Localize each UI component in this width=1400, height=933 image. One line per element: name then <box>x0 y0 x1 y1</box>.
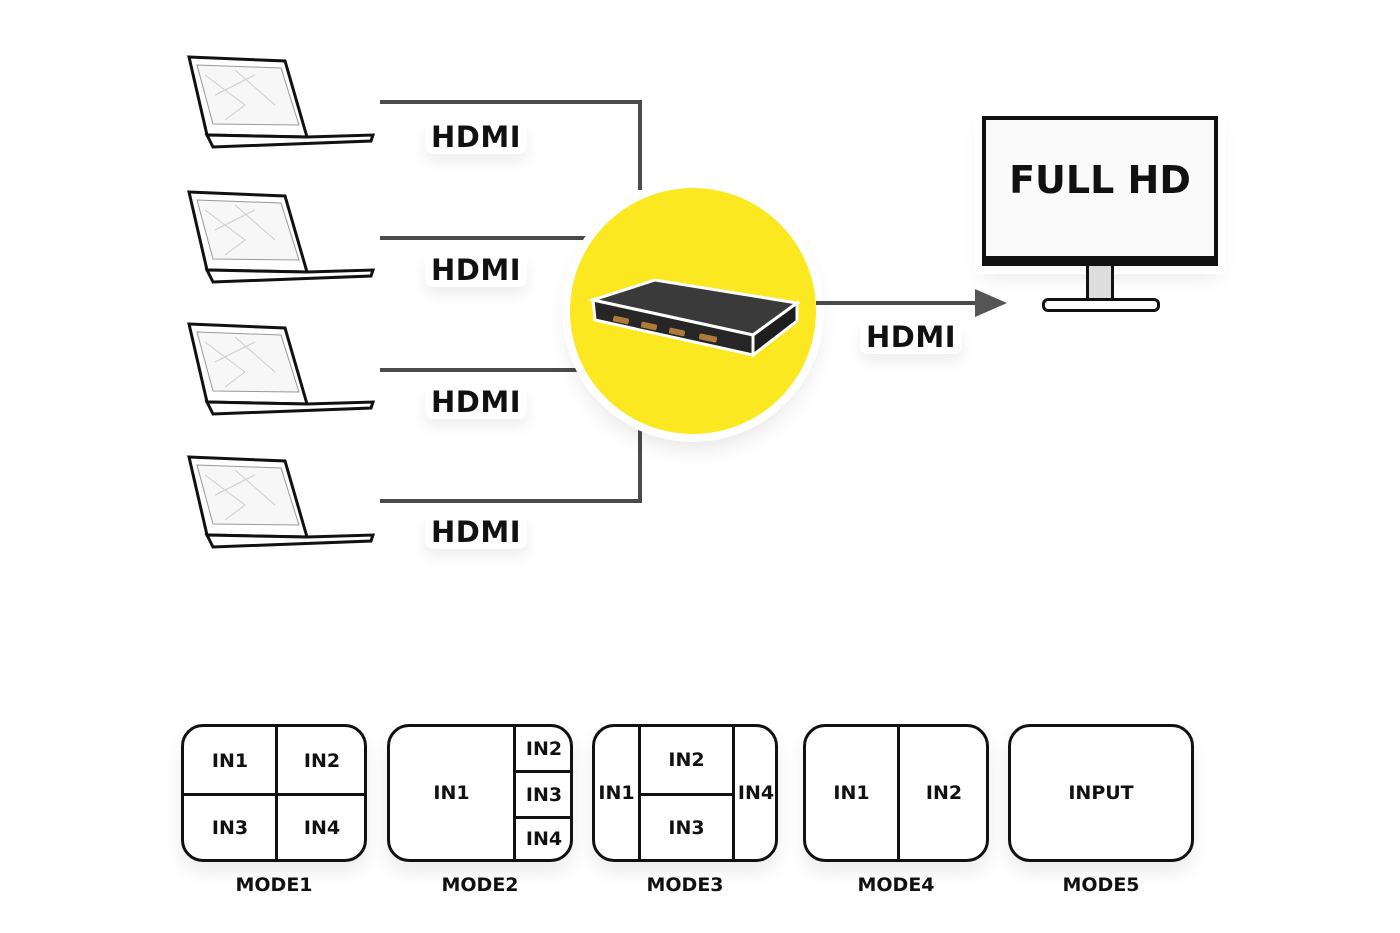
mode1-layout: IN1 IN2 IN3 IN4 <box>181 724 367 862</box>
laptop-icon-4 <box>187 455 375 549</box>
cable-line-4 <box>380 499 642 503</box>
mode4-layout: IN1 IN2 <box>803 724 989 862</box>
mode1-cell-in4: IN4 <box>303 817 341 839</box>
monitor-screen-text: FULL HD <box>1009 158 1191 202</box>
hdmi-label-2: HDMI <box>425 253 527 287</box>
mode3-label: MODE3 <box>646 874 724 896</box>
hdmi-label-4: HDMI <box>425 515 527 549</box>
mode2-cell-in2: IN2 <box>525 737 563 760</box>
mode4-cell-in1: IN1 <box>833 782 870 804</box>
arrow-right-icon <box>975 289 1007 317</box>
mode1-cell-in2: IN2 <box>303 749 341 772</box>
mode1-label: MODE1 <box>235 874 313 896</box>
mode3-cell-in4: IN4 <box>737 782 775 804</box>
mode5-label: MODE5 <box>1062 874 1140 896</box>
laptop-icon-2 <box>187 190 375 284</box>
mode2-label: MODE2 <box>441 874 519 896</box>
hdmi-output-label: HDMI <box>860 320 962 354</box>
mode3-cell-in2: IN2 <box>668 749 705 771</box>
mode4-label: MODE4 <box>857 874 935 896</box>
multiviewer-device-icon <box>587 278 801 359</box>
cable-line-3 <box>380 368 590 372</box>
mode4-cell-in2: IN2 <box>925 782 963 804</box>
cable-line-4-vertical <box>638 415 642 503</box>
mode3-cell-in1: IN1 <box>598 782 635 804</box>
mode3-cell-in3: IN3 <box>668 816 705 839</box>
mode2-cell-in4: IN4 <box>525 828 563 850</box>
hdmi-label-3: HDMI <box>425 385 527 419</box>
mode1-cell-in1: IN1 <box>211 749 249 772</box>
mode5-layout: INPUT <box>1008 724 1194 862</box>
hdmi-label-1: HDMI <box>425 120 527 154</box>
cable-line-1-vertical <box>638 100 642 190</box>
monitor-base <box>1042 298 1160 312</box>
laptop-icon-1 <box>187 55 375 149</box>
mode2-layout: IN1 IN2 IN3 IN4 <box>387 724 573 862</box>
laptop-icon-3 <box>187 322 375 416</box>
output-cable-line <box>816 301 981 305</box>
mode5-cell-input: INPUT <box>1068 782 1134 804</box>
cable-line-2 <box>380 236 590 240</box>
cable-line-1 <box>380 100 642 104</box>
monitor-icon: FULL HD <box>982 116 1218 266</box>
mode1-cell-in3: IN3 <box>211 817 249 839</box>
mode2-cell-in1: IN1 <box>433 782 470 804</box>
mode2-cell-in3: IN3 <box>525 783 563 806</box>
mode3-layout: IN1 IN2 IN3 IN4 <box>592 724 778 862</box>
monitor-stand <box>1086 266 1114 302</box>
